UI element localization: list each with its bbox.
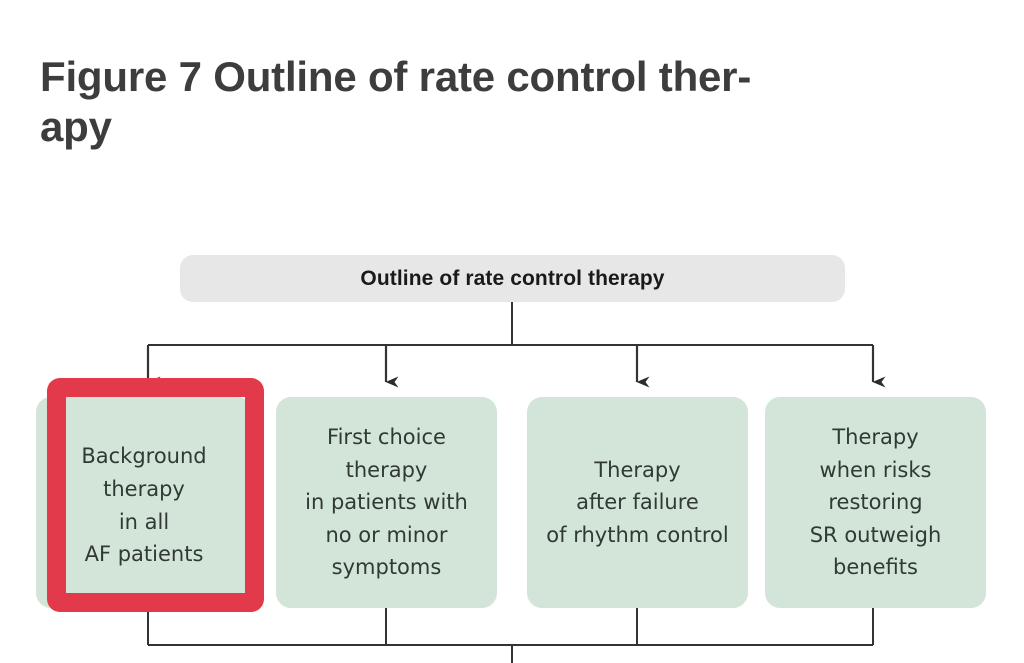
node-therapy-risks-outweigh[interactable]: Therapy when risks restoring SR outweigh… <box>765 397 986 608</box>
node-therapy-risks-outweigh-label: Therapy when risks restoring SR outweigh… <box>809 425 942 580</box>
root-node-label: Outline of rate control therapy <box>360 266 665 290</box>
node-first-choice-therapy[interactable]: First choice therapy in patients with no… <box>276 397 497 608</box>
node-therapy-after-failure[interactable]: Therapy after failure of rhythm control <box>527 397 748 608</box>
node-background-therapy-label: Background therapy in all AF patients <box>81 444 207 567</box>
node-therapy-after-failure-label: Therapy after failure of rhythm control <box>546 457 729 547</box>
node-background-therapy[interactable]: Background therapy in all AF patients <box>36 397 252 608</box>
figure-caption: Figure 7 Outline of rate control ther- a… <box>40 53 752 150</box>
root-node[interactable]: Outline of rate control therapy <box>180 255 845 302</box>
node-first-choice-therapy-label: First choice therapy in patients with no… <box>305 425 468 580</box>
